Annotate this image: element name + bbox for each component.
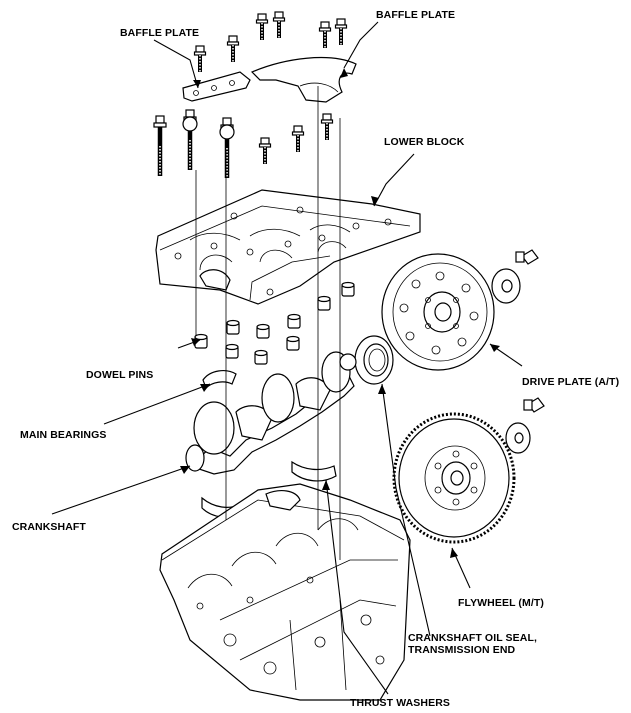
alignment-lines xyxy=(195,86,341,560)
label-lower-block: LOWER BLOCK xyxy=(384,136,465,148)
label-oil-seal-line2: TRANSMISSION END xyxy=(408,644,516,656)
label-main-bearings: MAIN BEARINGS xyxy=(20,429,107,441)
label-dowel-pins: DOWEL PINS xyxy=(86,369,154,381)
crankshaft-oil-seal xyxy=(354,335,394,385)
label-baffle-plate-right: BAFFLE PLATE xyxy=(376,9,456,21)
lower-block xyxy=(155,189,421,305)
label-thrust-washers: THRUST WASHERS xyxy=(350,697,450,709)
flywheel-bolt xyxy=(523,397,545,413)
label-oil-seal-line1: CRANKSHAFT OIL SEAL, xyxy=(408,632,537,644)
lower-block-bolts xyxy=(154,110,335,178)
label-baffle-plate-left: BAFFLE PLATE xyxy=(120,27,200,39)
arrowheads xyxy=(180,68,500,558)
crankshaft xyxy=(185,351,357,475)
drive-plate xyxy=(381,253,495,371)
drive-plate-bolt xyxy=(515,249,539,265)
label-drive-plate: DRIVE PLATE (A/T) xyxy=(522,376,620,388)
baffle-plate-right xyxy=(250,56,357,103)
label-crankshaft: CRANKSHAFT xyxy=(12,521,86,533)
baffle-plate-left xyxy=(182,71,251,102)
drive-plate-washer xyxy=(491,268,521,304)
flywheel xyxy=(392,412,516,544)
flywheel-washer xyxy=(505,422,531,454)
engine-block xyxy=(159,483,411,701)
label-flywheel: FLYWHEEL (M/T) xyxy=(458,597,544,609)
